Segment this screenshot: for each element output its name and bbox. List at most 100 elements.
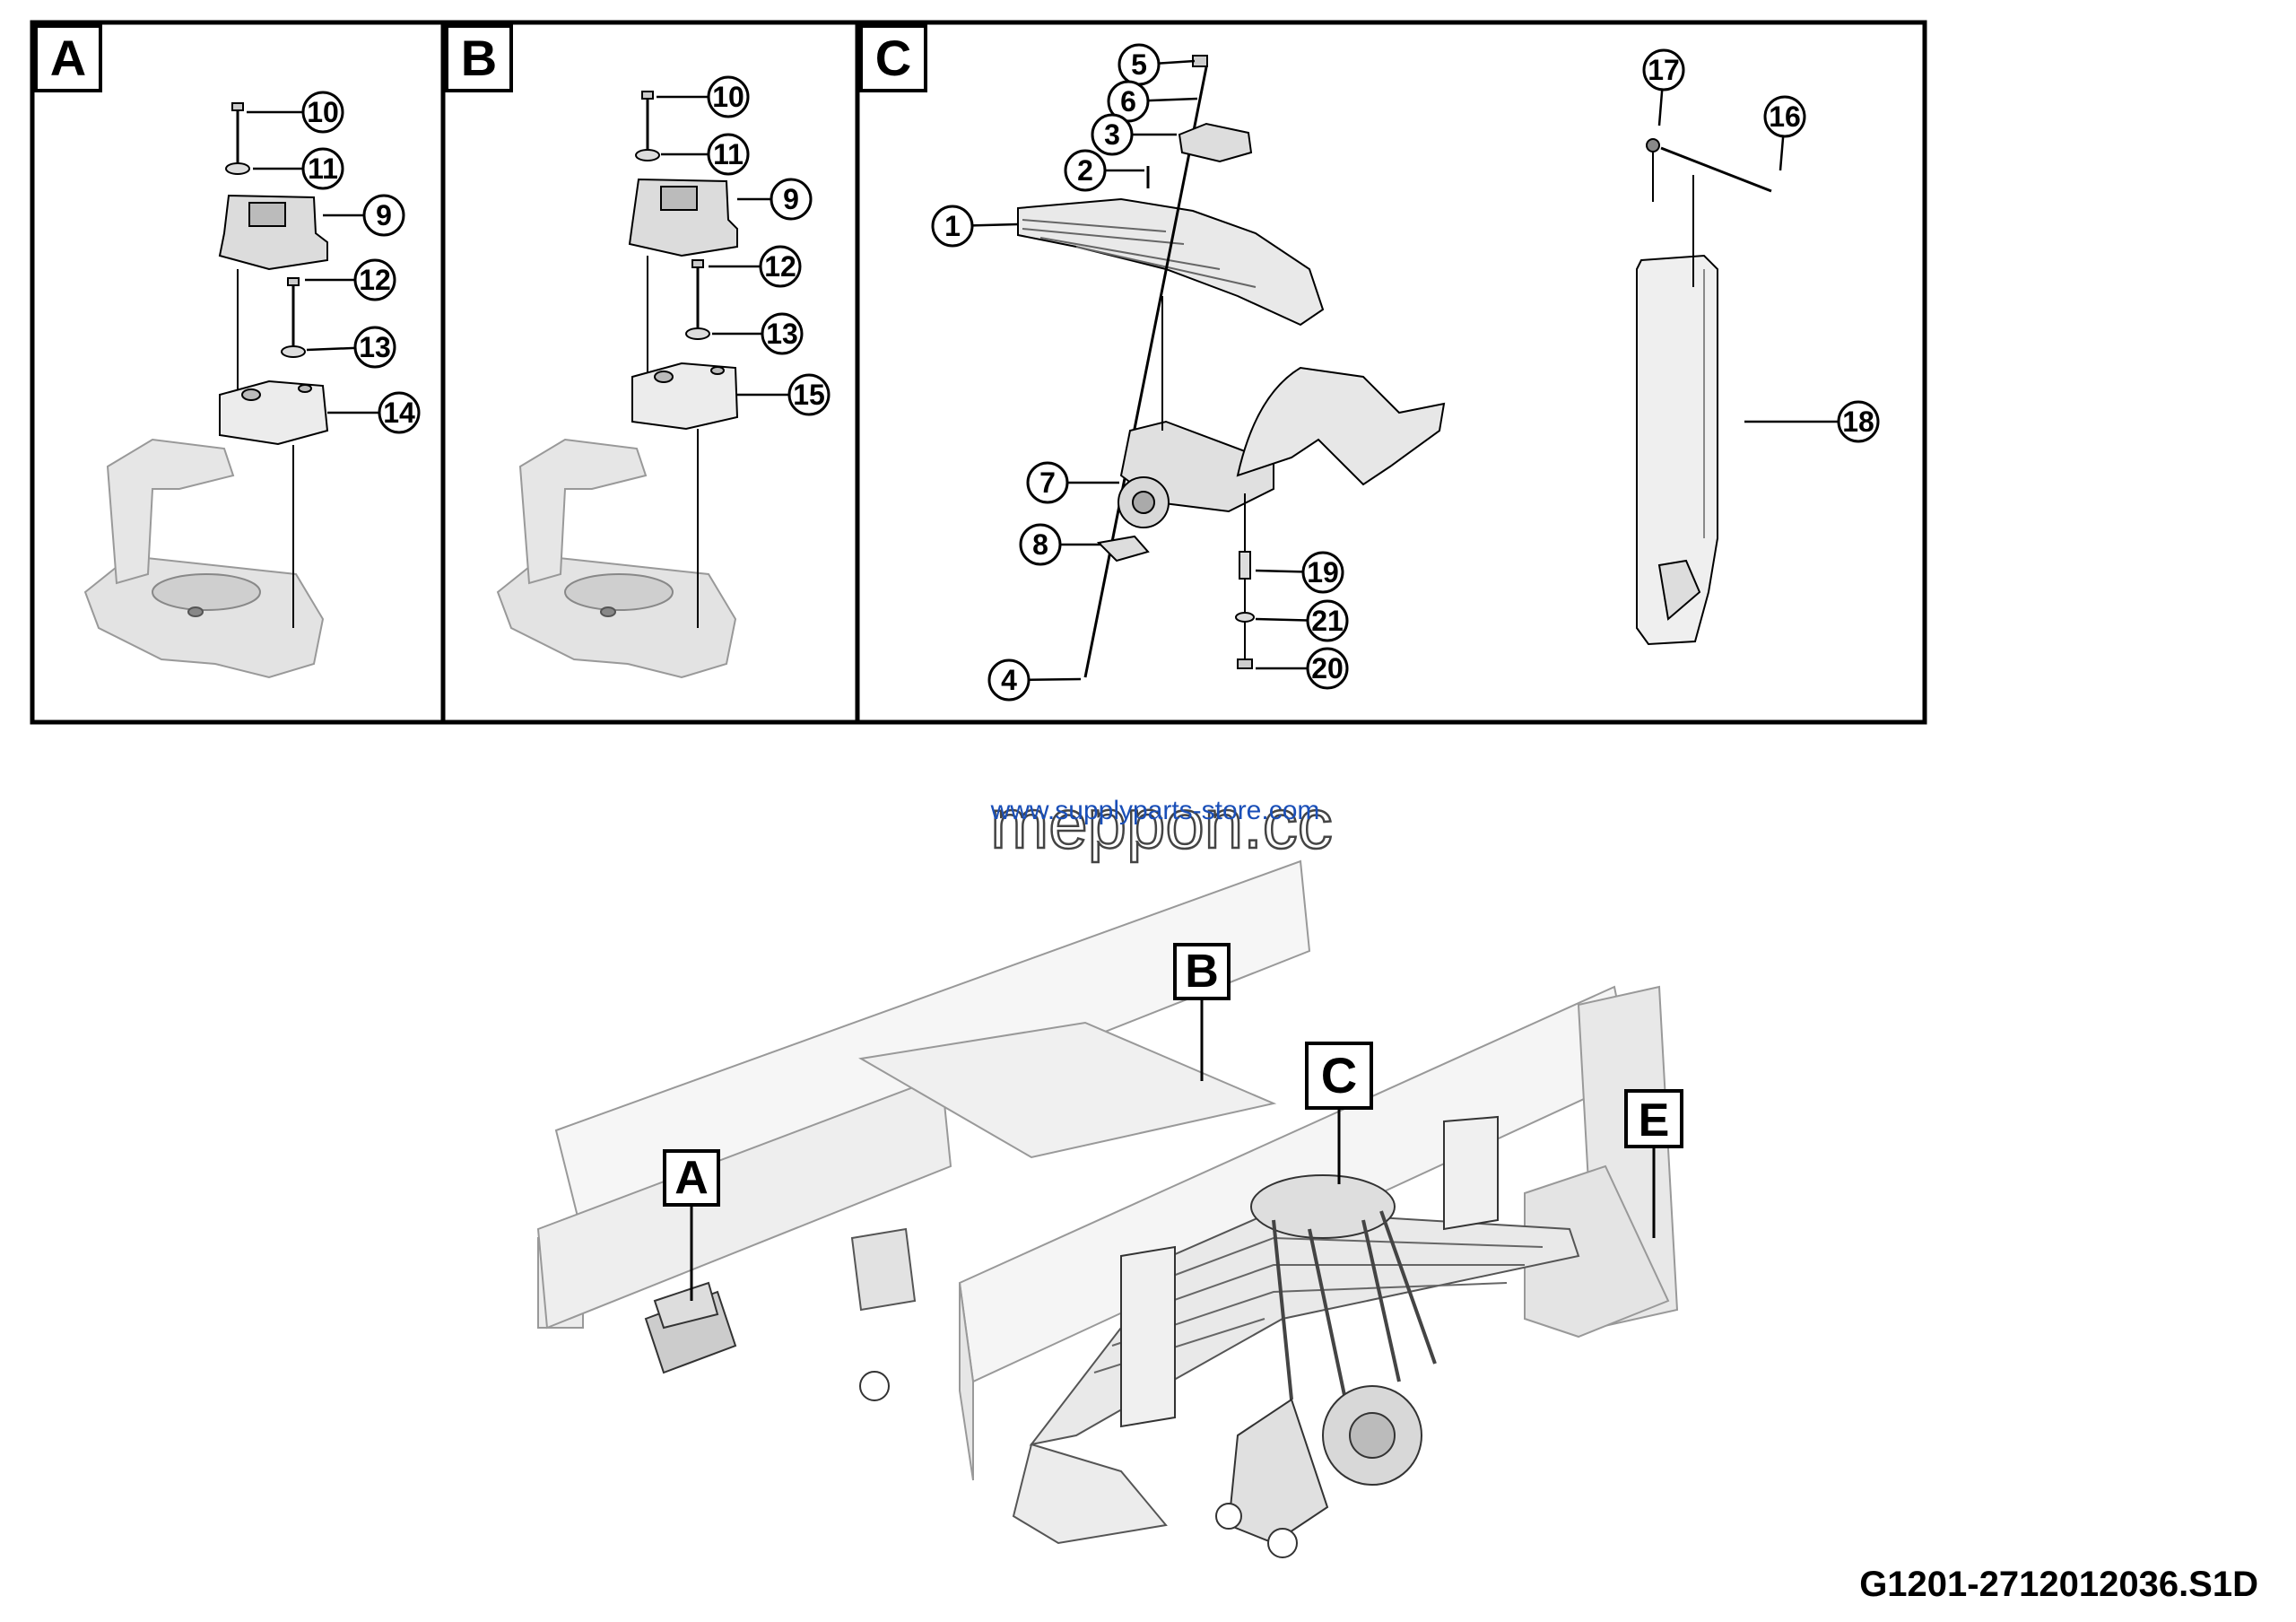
callout-a-3: 12 <box>305 258 396 301</box>
panel-label-a-text: A <box>50 30 86 86</box>
panel-b-art <box>496 91 739 679</box>
callout-leader-line <box>971 222 1019 227</box>
callout-c-3: 2 <box>1064 149 1144 192</box>
callout-b-0: 10 <box>657 75 750 118</box>
overview-assembly <box>536 859 1679 1558</box>
callout-number: 8 <box>1032 528 1048 561</box>
callout-b-1: 11 <box>661 133 750 176</box>
callout-bubble <box>707 75 750 118</box>
callout-number: 9 <box>783 183 799 215</box>
panel-label-b-text: B <box>461 30 497 86</box>
callout-leader-line <box>1158 59 1196 65</box>
callout-bubble <box>787 373 831 416</box>
callout-c-11: 21 <box>1255 599 1349 642</box>
callout-number: 10 <box>712 81 744 113</box>
callout-number: 11 <box>713 138 744 170</box>
callout-c-13: 18 <box>1744 400 1880 443</box>
callout-bubble <box>1301 551 1344 594</box>
callout-bubble <box>759 245 802 288</box>
overview-label-c: C <box>1305 1042 1373 1184</box>
callout-bubble <box>353 326 396 369</box>
callout-bubble <box>1306 647 1349 690</box>
overview-label-a-text: A <box>674 1152 709 1204</box>
callout-c-7: 7 <box>1026 461 1119 504</box>
callout-number: 6 <box>1120 85 1136 118</box>
document-id: G1201-2712012036.S1D <box>1859 1565 2258 1604</box>
overview-label-b-text: B <box>1185 946 1219 998</box>
callout-c-4: 1 <box>931 205 1019 248</box>
callout-a-5: 14 <box>327 391 421 434</box>
callout-bubble <box>378 391 421 434</box>
callout-a-0: 10 <box>247 91 344 134</box>
callout-number: 3 <box>1104 118 1120 151</box>
callout-bubble <box>761 312 804 355</box>
overview-label-e-text: E <box>1639 1094 1670 1147</box>
callout-c-2: 3 <box>1091 113 1177 156</box>
panel-a-art <box>83 102 329 679</box>
callout-bubble <box>1064 149 1107 192</box>
callout-bubble <box>353 258 396 301</box>
callout-b-2: 9 <box>737 178 813 221</box>
callout-b-3: 12 <box>709 245 802 288</box>
callout-a-4: 13 <box>306 326 396 369</box>
callout-number: 13 <box>766 318 798 350</box>
overview-label-a: A <box>663 1149 720 1301</box>
overview-label-b: B <box>1173 943 1231 1081</box>
panel-label-c-text: C <box>875 30 911 86</box>
callout-number: 1 <box>944 210 961 242</box>
callout-number: 14 <box>383 397 415 429</box>
callout-number: 9 <box>376 199 392 231</box>
callout-number: 13 <box>359 331 391 363</box>
callout-number: 12 <box>764 250 796 283</box>
callout-b-5: 15 <box>737 373 831 416</box>
callout-number: 12 <box>359 264 391 296</box>
callout-c-6: 16 <box>1763 95 1806 171</box>
overview-label-c-text: C <box>1321 1047 1357 1103</box>
callout-bubble <box>1019 523 1062 566</box>
callout-a-1: 11 <box>253 147 344 190</box>
callout-bubble <box>301 91 344 134</box>
callout-bubble <box>362 194 405 237</box>
panel-label-c: C <box>859 24 927 92</box>
callout-a-2: 9 <box>323 194 405 237</box>
callout-number: 2 <box>1077 154 1093 187</box>
callout-number: 18 <box>1842 406 1874 438</box>
callout-number: 15 <box>793 379 825 411</box>
callout-number: 17 <box>1648 54 1680 86</box>
callout-number: 11 <box>308 153 338 185</box>
callout-bubble <box>1026 461 1069 504</box>
callout-leader-line <box>1779 135 1785 171</box>
watermark: meppon.cc www.supplyparts-store.com <box>989 783 1334 865</box>
callout-bubble <box>1306 599 1349 642</box>
callout-bubble <box>1837 400 1880 443</box>
callout-c-8: 8 <box>1019 523 1101 566</box>
watermark-brand: meppon.cc <box>990 784 1333 863</box>
callout-number: 21 <box>1311 605 1344 637</box>
callout-leader-line <box>1255 617 1309 622</box>
callout-number: 20 <box>1311 652 1344 685</box>
callout-c-10: 19 <box>1255 551 1344 594</box>
callout-bubble <box>707 133 750 176</box>
callout-b-4: 13 <box>712 312 804 355</box>
callout-number: 4 <box>1001 664 1017 696</box>
callout-bubble <box>987 658 1031 702</box>
panel-c-art <box>1017 55 1772 678</box>
callout-bubble <box>931 205 974 248</box>
panel-label-a: A <box>34 24 102 92</box>
callout-leader-line <box>1028 677 1082 681</box>
callout-c-12: 20 <box>1256 647 1349 690</box>
watermark-url: www.supplyparts-store.com <box>990 796 1320 825</box>
callout-c-1: 6 <box>1107 80 1198 123</box>
callout-bubble <box>1091 113 1134 156</box>
panel-label-b: B <box>445 24 513 92</box>
callout-number: 7 <box>1039 467 1056 499</box>
callout-bubble <box>301 147 344 190</box>
callout-number: 5 <box>1131 48 1147 81</box>
callout-bubble <box>1642 48 1685 92</box>
callout-layer: 1011912131410119121315563211716784192120… <box>247 43 1880 702</box>
callout-c-0: 5 <box>1118 43 1196 86</box>
callout-c-5: 17 <box>1642 48 1685 126</box>
callout-leader-line <box>1147 97 1198 102</box>
